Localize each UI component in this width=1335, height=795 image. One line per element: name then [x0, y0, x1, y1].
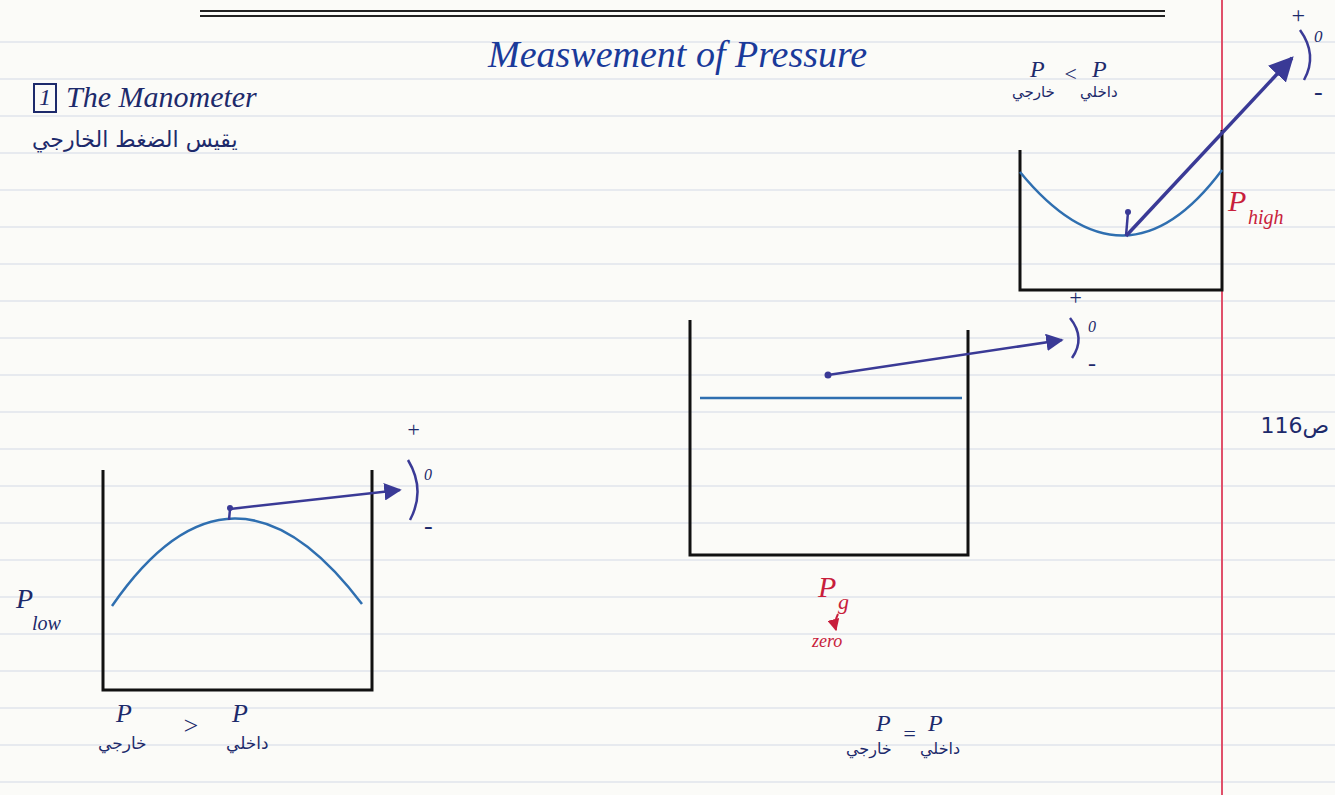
- pressure-symbol: P: [116, 700, 132, 729]
- pressure-symbol: P: [818, 570, 836, 603]
- section-number: 1: [39, 84, 51, 110]
- page-reference: ص116: [1260, 414, 1329, 438]
- pressure-subscript: داخلي: [226, 734, 269, 753]
- dial-minus: -: [424, 512, 433, 541]
- dial-zero: 0: [1314, 28, 1323, 47]
- high-pressure-container: [1020, 30, 1310, 290]
- dial-minus: -: [1088, 350, 1096, 376]
- pressure-symbol: P: [928, 710, 943, 736]
- equal-pressure-container: [690, 318, 1079, 630]
- dial-minus: -: [1314, 78, 1323, 107]
- comparison-sign: <: [1063, 62, 1078, 86]
- margin-line: [1221, 0, 1223, 795]
- pressure-subscript: داخلي: [920, 740, 960, 758]
- pressure-subscript: g: [838, 590, 849, 614]
- pressure-symbol: P: [1228, 184, 1246, 217]
- arabic-note: يقيس الضغط الخارجي: [32, 128, 238, 152]
- zero-note: zero: [812, 632, 842, 652]
- dial-plus: +: [406, 418, 421, 442]
- header-rule: [200, 15, 1165, 17]
- pressure-symbol: P: [16, 584, 33, 615]
- comparison-sign: >: [182, 712, 200, 741]
- header-rule: [200, 10, 1165, 12]
- pressure-symbol: P: [1030, 56, 1045, 82]
- low-pressure-container: [103, 460, 418, 690]
- section-heading: The Manometer: [66, 80, 257, 113]
- dial-plus: +: [1068, 286, 1083, 310]
- page-title: Measwement of Pressure: [488, 34, 867, 76]
- dial-plus: +: [1290, 2, 1306, 28]
- pressure-symbol: P: [876, 710, 891, 736]
- pressure-symbol: P: [232, 700, 248, 729]
- number-box: [34, 84, 56, 112]
- dial-zero: 0: [1088, 318, 1096, 336]
- pressure-subscript: داخلي: [1080, 84, 1118, 101]
- pressure-subscript: خارجي: [1012, 84, 1055, 101]
- dial-zero: 0: [424, 466, 432, 484]
- pressure-subscript: خارجي: [98, 734, 147, 753]
- pressure-subscript: خارجي: [846, 740, 892, 758]
- pressure-symbol: P: [1092, 56, 1107, 82]
- pressure-subscript: high: [1248, 206, 1284, 228]
- equals-sign: =: [902, 722, 917, 746]
- pressure-subscript: low: [32, 612, 61, 634]
- ruled-lines: [0, 42, 1335, 782]
